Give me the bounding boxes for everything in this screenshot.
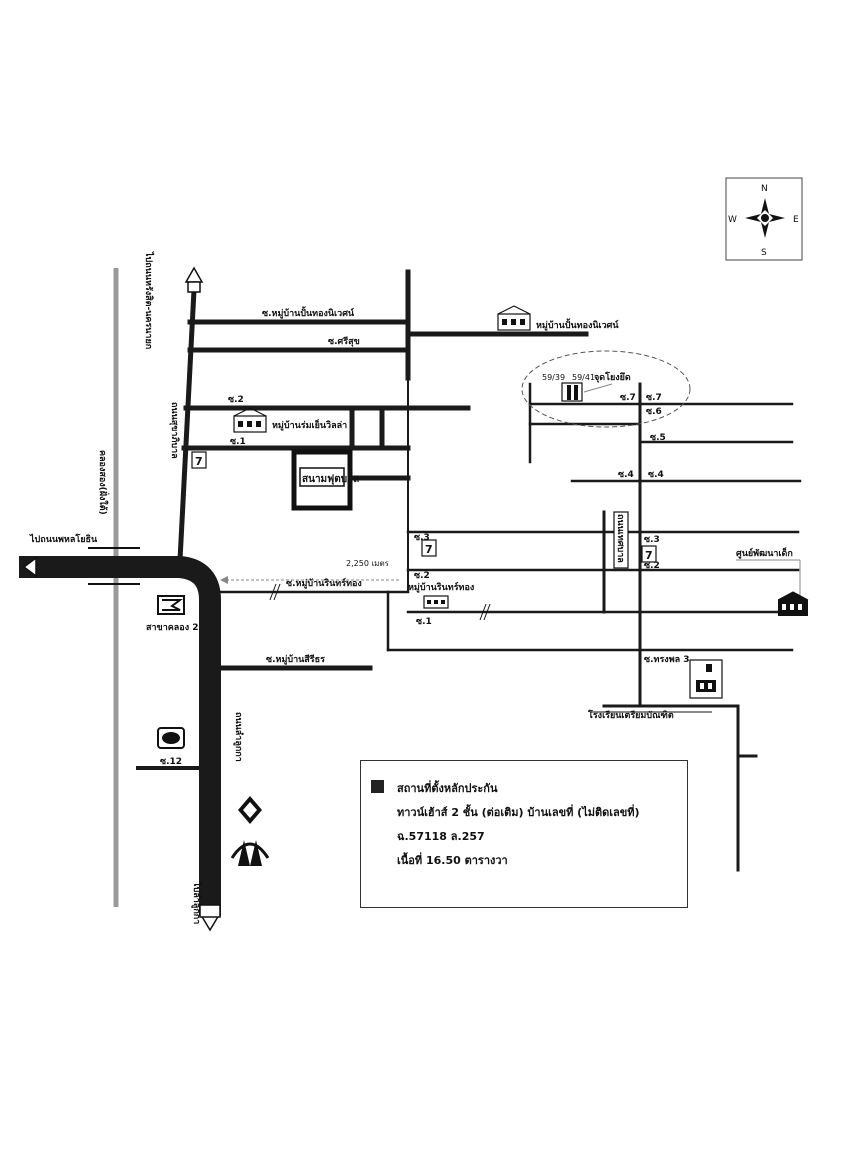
soi-1-mid-label: ซ.1 <box>416 617 432 627</box>
soi-song-phon-label: ซ.ทรงพล 3 <box>644 655 690 665</box>
collateral-swatch <box>371 780 384 793</box>
soi-5-label: ซ.5 <box>650 433 666 443</box>
legend-deed-number: ฉ.57118 ล.257 <box>397 830 485 843</box>
school-label: โรงเรียนเตรียมบัณฑิต <box>587 709 674 721</box>
soi-3-right-label: ซ.3 <box>644 535 660 545</box>
arrow-north-icon <box>184 266 204 283</box>
village-house-icon <box>233 407 267 433</box>
svg-text:7: 7 <box>425 543 433 556</box>
parking-label: จุดโยงยึด <box>594 371 631 383</box>
legend-property-type: ทาวน์เฮ้าส์ 2 ชั้น (ต่อเติม) บ้านเลขที่ … <box>397 806 640 819</box>
dev-center-label: ศูนย์พัฒนาเด็ก <box>736 546 793 559</box>
canal-road-label: ไปถนนหรังสิต-นครนายก <box>143 251 155 349</box>
soi-3-mid-label: ซ.3 <box>414 533 430 543</box>
canal-label: คลองสอง(ฝั่งใต้) <box>97 450 110 515</box>
soi-4a-label: ซ.4 <box>618 470 634 480</box>
bank-lotus-logo-icon <box>238 796 262 824</box>
to-phahon-label: ไปถนนพหลโยธิน <box>29 533 98 545</box>
distance-label: 2,250 เมตร <box>346 559 390 568</box>
soi-1-left-label: ซ.1 <box>230 437 246 447</box>
arrow-to-phahon-icon <box>22 556 37 578</box>
seven-eleven-mid-icon: 7 <box>421 539 437 557</box>
village-rin-thong-label: หมู่บ้านรินทร์ทอง <box>408 581 474 593</box>
village-ban-thong-niwet-label: หมู่บ้านปั้นทองนิเวศน์ <box>536 318 619 331</box>
soi-sri-suk-label: ซ.ศรีสุข <box>328 336 360 347</box>
lamlukka-road-label: ถนนลำลูกกา <box>233 712 244 762</box>
soi-12-label: ซ.12 <box>160 757 182 767</box>
road-right-label: ถนนเทศบาล <box>615 514 625 563</box>
bank-branch-logo-icon <box>157 595 185 615</box>
soi-2-mid-label: ซ.2 <box>414 571 430 581</box>
compass-n-label: N <box>761 184 768 194</box>
soi-7b-label: ซ.7 <box>646 393 662 403</box>
plot-59-39-label: 59/39 <box>542 373 565 382</box>
svg-text:7: 7 <box>645 549 653 562</box>
collateral-house-icon <box>561 382 583 402</box>
football-label: สนามฟุตบอล <box>302 473 359 485</box>
legend-box: สถานที่ตั้งหลักประกัน ทาวน์เฮ้าส์ 2 ชั้น… <box>360 760 688 908</box>
compass-e-label: E <box>793 215 799 225</box>
village-building-icon <box>497 305 531 331</box>
soi-rin-thong-label: ซ.หมู่บ้านรินทร์ทอง <box>286 577 362 589</box>
bank-trident-logo-icon <box>230 840 270 866</box>
soi-7a-label: ซ.7 <box>620 393 636 403</box>
plot-59-41-label: 59/41 <box>572 373 595 382</box>
to-lamlukka-label: ไปลำลูกกา <box>191 881 203 924</box>
collateral-highlight-ellipse <box>521 350 691 428</box>
village-rom-yen-label: หมู่บ้านร่มเย็นวิลล่า <box>272 418 347 431</box>
bank-logo-icon <box>157 727 185 749</box>
village-rin-thong-icon <box>423 595 449 609</box>
school-building-icon <box>689 659 723 699</box>
compass-w-label: W <box>728 215 737 225</box>
soi-4b-label: ซ.4 <box>648 470 664 480</box>
dev-center-building-icon <box>777 591 809 616</box>
soi-2-left-label: ซ.2 <box>228 395 244 405</box>
soi-2-right-label: ซ.2 <box>644 561 660 571</box>
legend-area: เนื้อที่ 16.50 ตารางวา <box>397 854 508 867</box>
soi-ban-thong-niwet-label: ซ.หมู่บ้านปั้นทองนิเวศน์ <box>262 306 355 319</box>
main-road-lamlukka <box>19 556 221 916</box>
svg-text:7: 7 <box>195 455 203 468</box>
legend-title: สถานที่ตั้งหลักประกัน <box>397 782 498 795</box>
bangkhu-road-label: ถนนสุขาภิบาล <box>169 402 180 459</box>
compass-rose: N S E W <box>725 177 803 261</box>
seven-eleven-icon: 7 <box>191 451 207 469</box>
compass-s-label: S <box>761 248 767 258</box>
soi-6-label: ซ.6 <box>646 407 662 417</box>
branch-label: สาขาคลอง 2 <box>146 623 198 633</box>
seven-eleven-right-icon: 7 <box>641 545 657 563</box>
soi-sri-thon-label: ซ.หมู่บ้านสีรีธร <box>266 654 325 665</box>
football-field: สนามฟุตบอล <box>291 449 411 511</box>
